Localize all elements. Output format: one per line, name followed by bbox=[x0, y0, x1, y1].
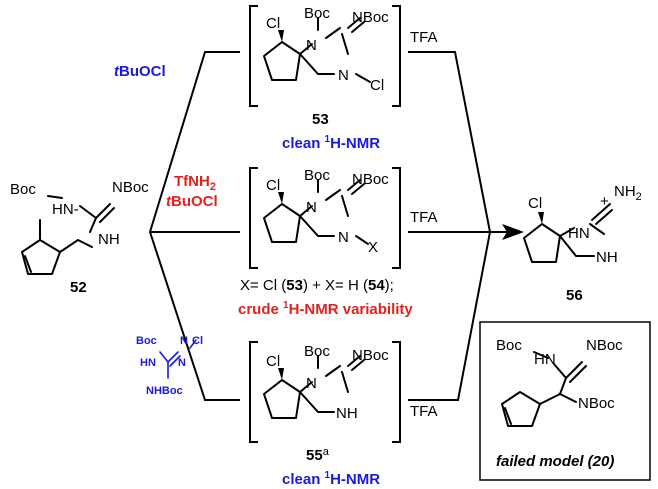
bracket-mid-left bbox=[249, 167, 258, 269]
failed-model-caption: failed model (20) bbox=[496, 453, 614, 470]
fm-nboc2-label: NBoc bbox=[578, 395, 615, 412]
c55-cl-label: Cl bbox=[266, 353, 280, 370]
arrow-head-icon bbox=[502, 224, 524, 240]
c56-cl-label: Cl bbox=[528, 195, 542, 212]
c52-nboc-label: NBoc bbox=[112, 179, 149, 196]
mid-n1-label: N bbox=[306, 199, 317, 216]
c56-plus-label: + bbox=[600, 193, 609, 210]
compound-55-number: 55a bbox=[306, 446, 330, 464]
c53-ncl-label: Cl bbox=[370, 77, 384, 94]
c52-nh-label: NH bbox=[98, 231, 120, 248]
c53-boc-label: Boc bbox=[304, 5, 330, 22]
mid-cl-label: Cl bbox=[266, 177, 280, 194]
blue-cl-label: Cl bbox=[192, 335, 203, 347]
compound-53-number: 53 bbox=[312, 111, 329, 128]
mid-tfa-label: TFA bbox=[410, 209, 438, 226]
blue-n-label: N bbox=[180, 335, 188, 347]
c55-boc-label: Boc bbox=[304, 343, 330, 360]
compound-56-number: 56 bbox=[566, 287, 583, 304]
compound-53-structure bbox=[263, 17, 371, 83]
c56-nh-label: NH bbox=[596, 249, 618, 266]
c56-nh2-label: NH2 bbox=[614, 183, 642, 203]
brackets bbox=[249, 5, 401, 443]
c55-nboc-label: NBoc bbox=[352, 347, 389, 364]
mid-nboc-label: NBoc bbox=[352, 171, 389, 188]
bracket-bot-left bbox=[249, 341, 258, 443]
branch-bottom-line bbox=[149, 231, 240, 401]
blue-boc-label: Boc bbox=[136, 335, 157, 347]
failed-model-structure bbox=[501, 351, 587, 427]
branch-top-line bbox=[149, 51, 240, 233]
c53-n2-label: N bbox=[338, 67, 349, 84]
top-clean-nmr-note: clean 1H-NMR bbox=[282, 134, 380, 152]
mid-n2-label: N bbox=[338, 229, 349, 246]
merge-top-line bbox=[408, 51, 491, 233]
mid-reagent-tbuocl: tBuOCl bbox=[166, 193, 218, 210]
failed-model-box bbox=[479, 321, 651, 481]
blue-n2-label: N bbox=[178, 357, 186, 369]
top-reagent-tbuocl: tBuOCl bbox=[114, 63, 166, 80]
scheme-lines bbox=[149, 51, 524, 401]
c53-nboc-label: NBoc bbox=[352, 9, 389, 26]
fm-boc-label: Boc bbox=[496, 337, 522, 354]
bottom-tfa-label: TFA bbox=[410, 403, 438, 420]
compound-middle-structure bbox=[263, 179, 369, 245]
bracket-top-right bbox=[392, 5, 401, 107]
c56-hn-label: HN bbox=[568, 225, 590, 242]
bracket-bot-right bbox=[392, 341, 401, 443]
mid-boc-label: Boc bbox=[304, 167, 330, 184]
bracket-top-left bbox=[249, 5, 258, 107]
mid-x-definition-note: X= Cl (53) + X= H (54); bbox=[240, 277, 394, 294]
fm-hn-label: HN bbox=[534, 351, 556, 368]
blue-chloroguanidine-reagent bbox=[159, 339, 197, 379]
compound-52-number: 52 bbox=[70, 279, 87, 296]
mid-x-label: X bbox=[368, 239, 378, 256]
compound-56-structure bbox=[523, 203, 613, 263]
compound-55-structure bbox=[263, 355, 365, 419]
c55-n1-label: N bbox=[306, 375, 317, 392]
merge-bottom-line bbox=[408, 231, 491, 401]
mid-crude-nmr-note: crude 1H-NMR variability bbox=[238, 300, 413, 318]
blue-hn-label: HN bbox=[140, 357, 156, 369]
bracket-mid-right bbox=[392, 167, 401, 269]
c53-n1-label: N bbox=[306, 37, 317, 54]
c53-cl-label: Cl bbox=[266, 15, 280, 32]
compound-52-structure bbox=[21, 195, 115, 275]
c52-hn-label: HN- bbox=[52, 201, 79, 218]
fm-nboc1-label: NBoc bbox=[586, 337, 623, 354]
mid-reagent-tfnh2: TfNH2 bbox=[174, 173, 216, 193]
c55-nh-label: NH bbox=[336, 405, 358, 422]
c52-boc-label: Boc bbox=[10, 181, 36, 198]
bottom-clean-nmr-note: clean 1H-NMR bbox=[282, 470, 380, 488]
blue-nhboc-label: NHBoc bbox=[146, 385, 183, 397]
top-tfa-label: TFA bbox=[410, 29, 438, 46]
